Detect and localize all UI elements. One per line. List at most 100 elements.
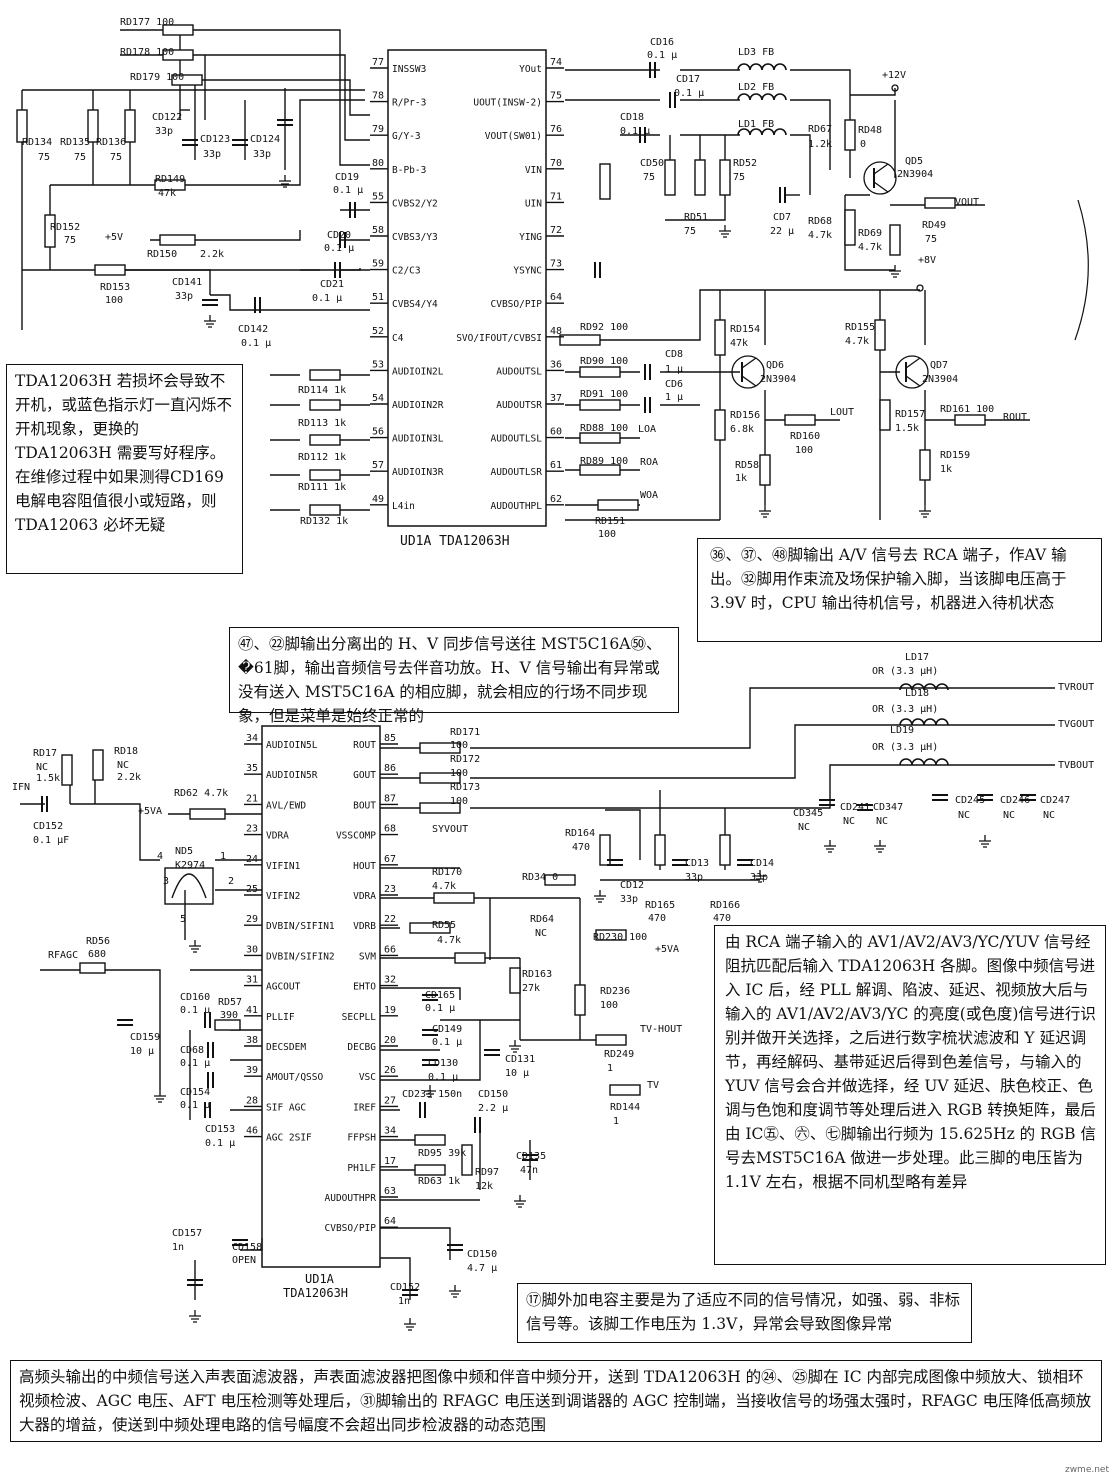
component-label: CD16 [650,37,674,48]
saw-filter-curve [171,873,207,899]
ground-symbol [719,225,731,238]
component-label: 0.1 μ [432,1037,462,1048]
component-label: 470 [713,913,731,924]
component-label: NC [535,928,547,939]
resistor [16,109,28,143]
pin-name: AUDIOIN3R [392,467,444,478]
component-label: RD132 1k [300,516,348,527]
ground-symbol [759,505,771,518]
wire [120,29,206,120]
component-label: IFN [12,782,30,793]
wire [470,687,1055,809]
pin-name: B-Pb-3 [392,165,426,176]
component-label: 75 [684,226,696,237]
resistor [579,366,621,378]
component-label: 12k [475,1181,493,1192]
component-label: 1n [172,1242,184,1253]
pin-number: 56 [372,427,384,438]
component-label: ROA [640,457,658,468]
component-label: CD135 [516,1151,546,1162]
component-label: 4 [157,851,163,862]
component-label: RD136 [96,137,126,148]
resistor [759,454,771,486]
component-label: RD17 [33,748,57,759]
pin-name: UIN [525,198,542,209]
pin-number: 24 [246,854,258,865]
resistor [461,1144,473,1176]
ground-symbol [189,1310,201,1323]
pin-number: 36 [550,359,562,370]
wire [50,99,365,186]
chip-top-label: UD1A TDA12063H [400,534,510,549]
resistor [189,808,226,820]
transistor-collector [741,357,757,369]
pin-number: 20 [384,1035,396,1046]
component-label: RD64 [530,914,554,925]
pin-number: 60 [550,427,562,438]
component-label: 0.1 μ [241,338,271,349]
pin-number: 57 [372,460,384,471]
component-label: 4.7k [845,336,869,347]
component-label: CD50 [640,158,664,169]
component-label: RD178 100 [120,47,174,58]
component-label: LD19 [890,725,914,736]
site-credit: zwme.net [1064,1465,1109,1475]
component-label: RD111 1k [298,482,346,493]
component-label: 10 μ [130,1046,154,1057]
component-label: 100 [105,295,123,306]
component-label: CD158 [232,1242,262,1253]
component-label: TV [647,1080,659,1091]
resistor [844,209,856,246]
component-label: 4.7 μ [467,1263,497,1274]
resistor [419,802,461,814]
ground-symbol [514,1195,526,1208]
chip-bottom-label-1: UD1A [305,1272,335,1286]
pin-name: AUDOUTLSL [491,434,543,445]
resistor [509,967,521,994]
component-label: CD153 [205,1124,235,1135]
component-label: RD134 [22,137,52,148]
supply-terminal [891,84,899,92]
component-label: RD236 [600,986,630,997]
resistor [889,224,901,256]
wire [194,80,286,170]
ground-symbol [979,835,991,848]
component-label: RD165 [645,900,675,911]
component-label: CD247 [1040,795,1070,806]
resistor [419,772,461,784]
component-label: 0.1 μ [620,126,650,137]
component-label: RD135 [60,137,90,148]
component-label: CD8 [665,349,683,360]
resistor [544,874,576,886]
pin-number: 77 [372,57,384,68]
pin-name: EHTO [353,982,376,993]
pin-number: 87 [384,793,396,804]
ground-symbol [279,175,291,188]
component-label: TVROUT [1058,682,1094,693]
component-label: 27k [522,983,540,994]
resistor [599,834,611,866]
component-label: RD63 1k [418,1176,460,1187]
component-label: 0.1 μ [312,293,342,304]
resistor [414,1164,446,1176]
resistor [44,214,56,248]
component-label: RD95 39k [418,1148,466,1159]
component-label: CD141 [172,277,202,288]
pin-number: 34 [384,1126,396,1137]
pin-name: VDRB [353,921,376,932]
pin-name: INSSW3 [392,64,426,75]
pin-number: 49 [372,494,384,505]
component-label: RD170 [432,867,462,878]
component-label: 2N3904 [897,169,933,180]
pin-number: 61 [550,460,562,471]
component-label: RD67 [808,124,832,135]
wire [190,79,370,116]
margin-curve [1074,199,1089,341]
resistor [719,834,731,866]
resistor [419,742,461,754]
ground-symbol [154,1090,166,1103]
component-label: LD2 FB [738,82,774,93]
component-label: 0.1 μ [324,243,354,254]
component-label: QD7 [930,360,948,371]
pin-number: 23 [246,824,258,835]
